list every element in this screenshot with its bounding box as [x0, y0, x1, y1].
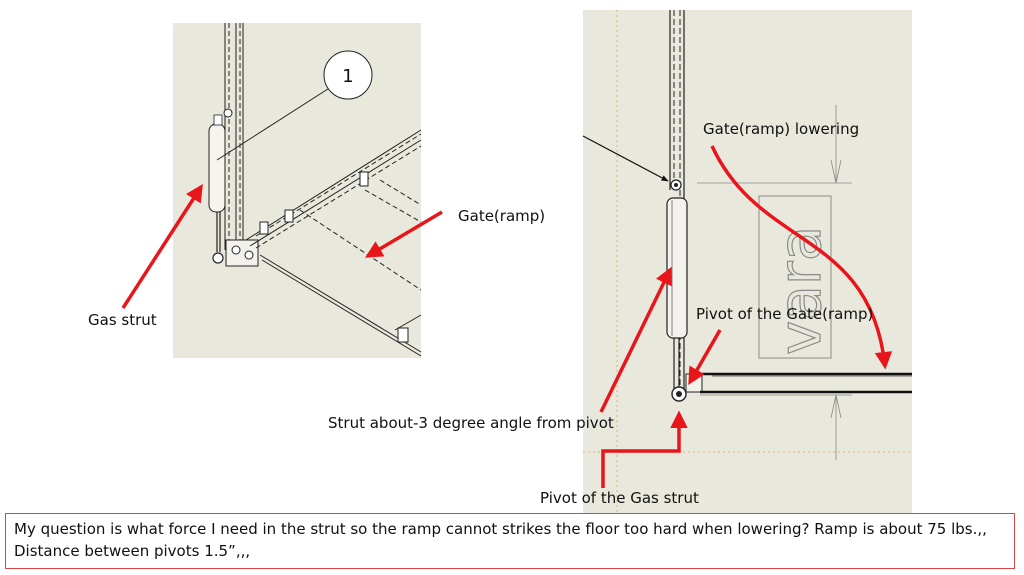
label-gate: Gate(ramp): [458, 207, 545, 225]
frame-post: [224, 23, 244, 250]
callout-leader: [216, 86, 332, 161]
callout-balloon: [323, 50, 373, 100]
gate-frame-left: [245, 129, 422, 357]
arrow-to-gate: [364, 210, 443, 258]
question-line-1: My question is what force I need in the …: [14, 520, 987, 538]
arrow-gate-lowering: [710, 145, 893, 370]
label-gate-lowering: Gate(ramp) lowering: [703, 120, 859, 138]
arrow-pivot-gate: [688, 329, 722, 386]
right-cad-panel: vara: [582, 10, 912, 513]
dimension-lines: [697, 105, 852, 460]
label-gas-strut: Gas strut: [88, 311, 157, 329]
arrow-to-gas-strut: [121, 184, 203, 309]
question-box: My question is what force I need in the …: [5, 513, 1015, 569]
arrow-pivot-gas: [601, 410, 688, 488]
arrow-strut-angle: [599, 266, 672, 413]
question-line-2: Distance between pivots 1.5”,,,: [14, 542, 251, 560]
left-cad-panel: 1: [173, 23, 422, 358]
watermark: vara: [758, 195, 835, 359]
gas-strut-body-right: [666, 179, 688, 390]
label-pivot-gas: Pivot of the Gas strut: [540, 489, 699, 507]
watermark-text: vara: [766, 226, 834, 355]
gas-strut-body-left: [208, 108, 233, 264]
callout-number: 1: [342, 66, 353, 87]
label-pivot-gate: Pivot of the Gate(ramp): [696, 305, 873, 323]
label-strut-angle: Strut about-3 degree angle from pivot: [328, 414, 614, 432]
ramp-horizontal: [700, 372, 912, 394]
pointer-to-strut-top: [582, 135, 669, 182]
right-panel-background: [583, 10, 912, 513]
